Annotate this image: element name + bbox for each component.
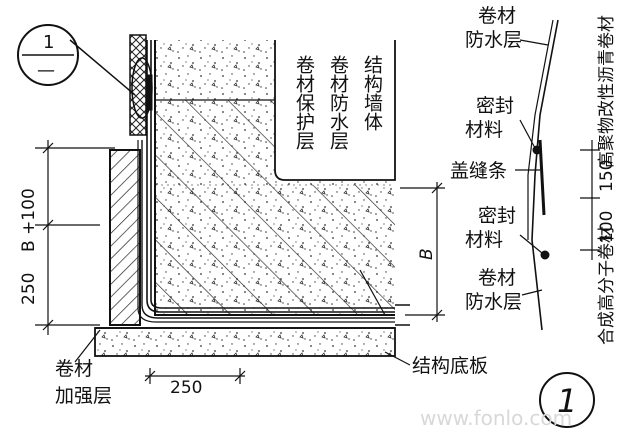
callout-top-number: 1 [43,32,54,53]
protective-brick-wall [109,149,141,326]
label-sealant-top-2: 材料 [465,119,503,141]
label-box [274,40,396,181]
label-sealant-bottom-2: 材料 [465,229,503,251]
dimension-left [35,140,115,335]
leader-sealant-bottom [519,234,543,254]
callout-bottom-dash: — [37,60,55,81]
leader-right-bottom [521,289,543,296]
label-right-membrane-bottom-1: 卷材 [478,267,516,289]
watermark: www.fonlo.com [420,406,572,430]
label-sealant-top-1: 密封 [476,95,514,117]
leader-right-top [519,39,549,46]
label-vertical-material-bottom: 合成高分子卷材 [597,226,617,345]
label-right-membrane-top-1: 卷材 [478,5,516,27]
label-membrane-waterproof: 卷材防水层 [327,55,349,150]
label-structure-wall: 结构墙体 [361,55,383,131]
label-vertical-material-top: 高聚物改性沥青卷材 [597,15,617,168]
label-cover-strip: 盖缝条 [450,160,507,182]
label-base-slab: 结构底板 [412,355,488,377]
leader-base [359,269,386,316]
leader-sealant-top [519,119,536,149]
leader-reinforcement [74,329,101,363]
dimension-b [400,182,445,322]
detail-number: 1 [539,372,595,428]
label-reinforcement-1: 卷材 [55,358,93,380]
base-slab [94,304,410,357]
dim-100: 100 [597,211,617,243]
label-reinforcement-2: 加强层 [55,385,112,407]
dimension-bottom [144,368,246,384]
dim-b-plus-100: B +100 [19,188,39,252]
dim-150: 150 [597,160,617,192]
leader-slab [384,351,411,366]
dim-b: B [417,248,437,260]
label-right-membrane-bottom-2: 防水层 [465,291,522,313]
membrane-joint-detail [527,19,600,331]
wall-labels: 结构墙体 卷材防水层 卷材保护层 [293,55,383,150]
label-right-membrane-top-2: 防水层 [465,29,522,51]
label-membrane-protection: 卷材保护层 [293,55,315,150]
dim-250-horizontal: 250 [170,378,202,398]
label-sealant-bottom-1: 密封 [478,205,516,227]
detail-number-text: 1 [557,382,577,420]
dim-250-vertical: 250 [19,273,39,305]
waterproof-membrane [137,40,395,323]
detail-callout: 1 — [17,24,153,119]
